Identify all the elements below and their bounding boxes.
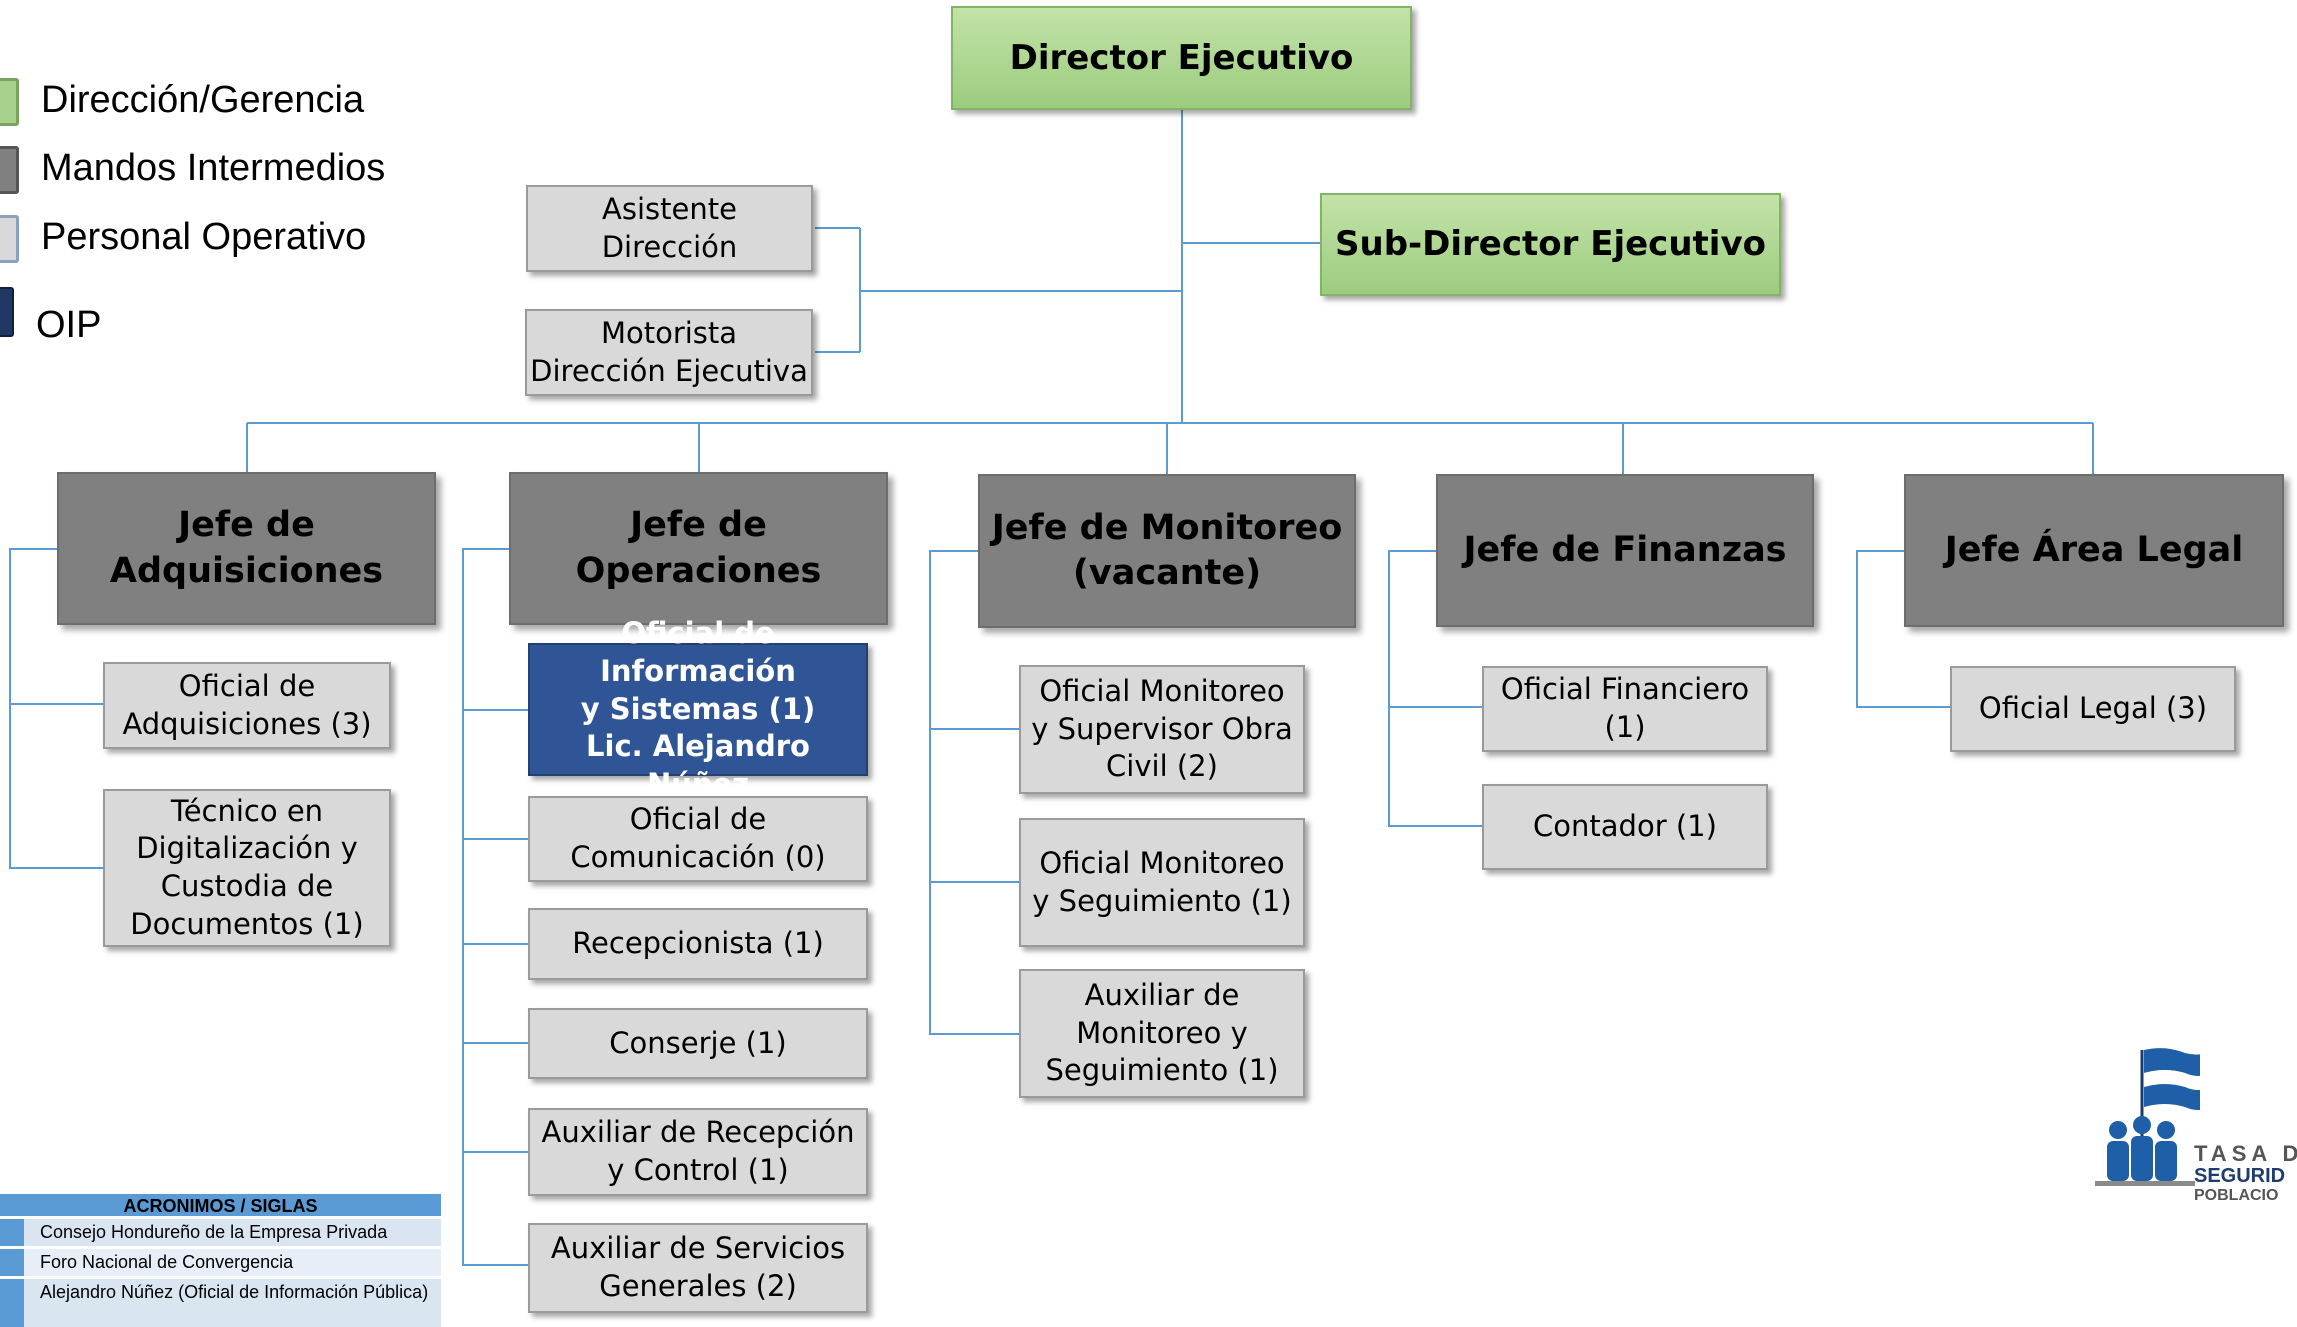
staff-contador: Contador (1) — [1482, 784, 1768, 870]
head-monitoreo: Jefe de Monitoreo(vacante) — [978, 474, 1356, 628]
head-adquisiciones: Jefe de Adquisiciones — [57, 472, 436, 625]
legend-swatch-direccion — [0, 78, 19, 126]
legend-swatch-oip — [0, 287, 14, 337]
staff-recepcionista: Recepcionista (1) — [528, 908, 868, 980]
acronym-row: Foro Nacional de Convergencia — [0, 1249, 441, 1276]
flag-figures-icon — [2095, 1048, 2212, 1186]
legend-swatch-operativo — [0, 215, 19, 263]
acronym-row: Alejandro Núñez (Oficial de Información … — [0, 1279, 441, 1327]
staff-oficial-financiero: Oficial Financiero(1) — [1482, 666, 1768, 752]
acronyms-title: ACRONIMOS / SIGLAS — [0, 1194, 441, 1216]
legend-label-mandos: Mandos Intermedios — [41, 147, 386, 189]
head-finanzas: Jefe de Finanzas — [1436, 474, 1814, 627]
logo-line1: TASA D — [2194, 1141, 2297, 1166]
logo-line2: SEGURID — [2194, 1165, 2286, 1187]
acronym-row: Consejo Hondureño de la Empresa Privada — [0, 1219, 441, 1246]
staff-conserje: Conserje (1) — [528, 1008, 868, 1079]
legend-label-operativo: Personal Operativo — [41, 216, 367, 258]
acronyms-table: ACRONIMOS / SIGLAS Consejo Hondureño de … — [0, 1194, 441, 1327]
legend-swatch-mandos — [0, 146, 19, 194]
tasa-seguridad-logo: TASA D SEGURID POBLACIO — [2090, 1045, 2297, 1210]
head-operaciones: Jefe de Operaciones — [509, 472, 888, 625]
director-box: Director Ejecutivo — [951, 6, 1412, 110]
subdirector-box: Sub-Director Ejecutivo — [1320, 193, 1781, 296]
head-legal: Jefe Área Legal — [1904, 474, 2284, 627]
legend-label-direccion: Dirección/Gerencia — [41, 79, 365, 121]
logo-line3: POBLACIO — [2194, 1187, 2279, 1204]
staff-oficial-legal: Oficial Legal (3) — [1950, 666, 2236, 752]
legend-label-oip: OIP — [36, 304, 102, 346]
